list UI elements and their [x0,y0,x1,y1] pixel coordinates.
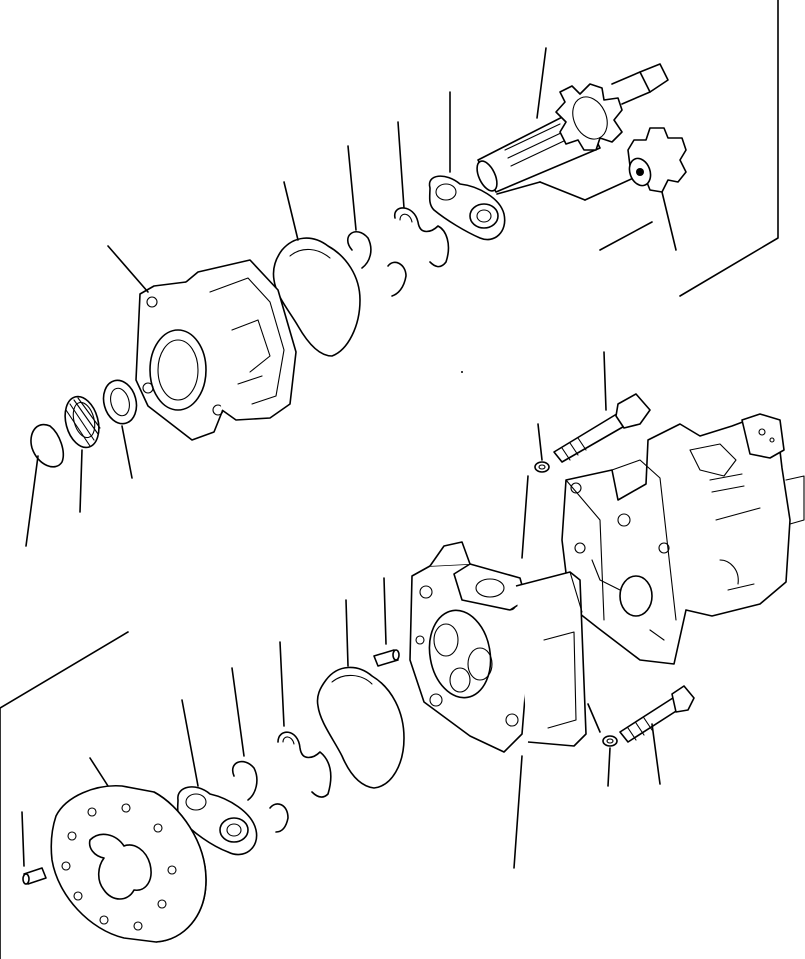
front-gasket [272,237,361,357]
leader-front-cover [107,245,149,293]
leader-upper-bolt [603,351,607,411]
rear-cover [50,785,207,943]
lower-bolt [619,685,695,743]
leader-snap-ring [25,455,39,547]
drive-shaft-gear [476,63,669,201]
leader-upper-washer [537,423,543,461]
assembly-lines [0,0,779,959]
lower-washer [602,735,618,747]
leader-rear-gasket [345,599,349,667]
rear-thrust-plate [176,786,258,856]
pump-body [409,541,587,753]
leader-bearing [79,449,83,513]
upper-bolt [553,393,651,463]
driven-gear [627,127,687,193]
front-seal-ring [346,231,407,297]
rear-seal-ring [231,760,289,833]
front-cover [135,259,297,441]
dowel-pin-lower [22,867,47,885]
leader-drive-shaft [536,47,547,119]
pump-case [561,413,805,665]
leader-driven-gear [661,191,677,251]
leader-rear-backup-ring [279,641,285,727]
speck [461,371,463,373]
shim [102,379,138,425]
leader-front-backup-ring [397,121,405,209]
rear-backup-ring [277,731,332,798]
leader-front-gasket [283,181,299,241]
front-thrust-plate [428,175,506,241]
leader-rear-seal-ring [231,667,245,757]
upper-washer [534,461,550,473]
leader-pump-body [513,755,523,869]
leader-front-seal-ring [347,145,357,231]
leader-rear-cover [89,757,109,787]
dowel-pin-upper [373,649,400,667]
leader-lower-washer [607,747,611,787]
leader-dowel-pin-upper [383,577,387,645]
front-backup-ring [394,207,450,268]
snap-ring [30,423,65,468]
leader-dowel-pin-lower [21,811,25,867]
leader-rear-thrust-plate [181,699,199,787]
leader-shim [121,425,133,479]
leader-lower-bolt [651,723,661,785]
bearing [64,395,101,449]
callout-leaders [21,47,677,869]
rear-gasket [316,666,405,789]
